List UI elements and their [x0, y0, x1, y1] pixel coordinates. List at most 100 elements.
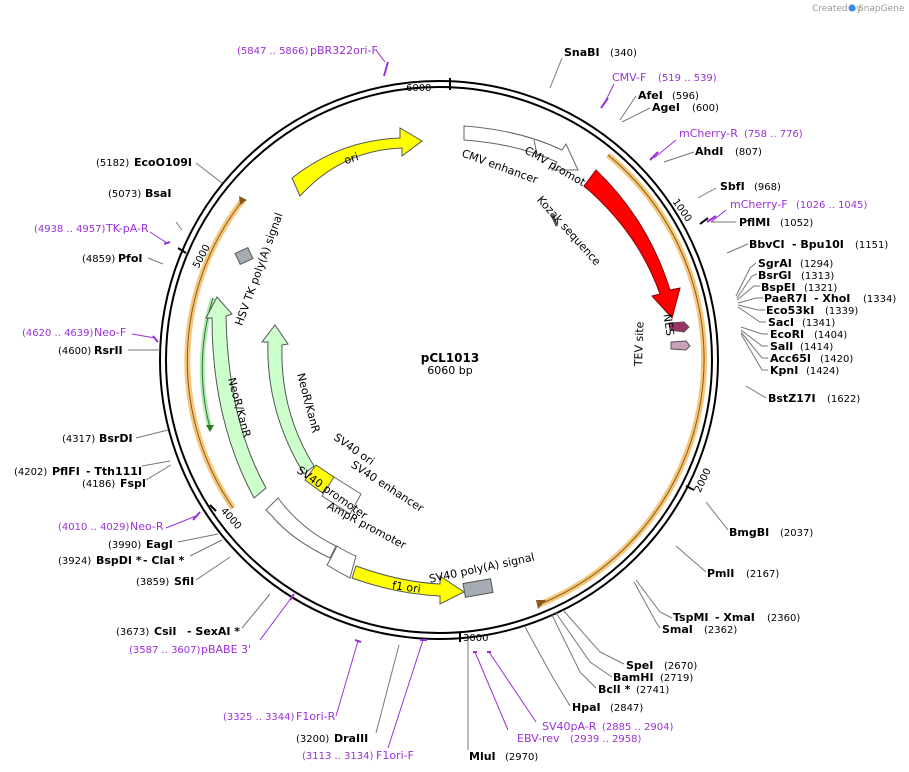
site-bmgbi: BmgBI [729, 526, 769, 539]
svg-text:(4202): (4202) [14, 467, 47, 478]
primer-pbabe-3: pBABE 3' [201, 643, 251, 656]
svg-text:(1424): (1424) [806, 366, 839, 377]
svg-text:(1151): (1151) [855, 240, 888, 251]
svg-text:(2362): (2362) [704, 625, 737, 636]
sv40-promoter-feature[interactable] [265, 497, 337, 559]
site-sexai: - SexAI * [187, 625, 240, 638]
cmv-enhancer-promoter-feature[interactable] [463, 125, 579, 171]
primer-f1ori-r: F1ori-R [296, 710, 336, 723]
primer-ebv-rev: EBV-rev [517, 732, 560, 745]
ampr-promoter-feature[interactable] [326, 545, 357, 579]
site-snabi: SnaBI [564, 46, 600, 59]
backbone-inner-strand [165, 86, 713, 634]
svg-text:(1339): (1339) [825, 306, 858, 317]
site-acc65i: Acc65I [770, 352, 811, 365]
neor-kanr-inner-feature[interactable] [260, 324, 315, 475]
svg-text:(758 .. 776): (758 .. 776) [744, 129, 803, 140]
tick-label-2000: 2000 [693, 467, 714, 495]
svg-text:(5182): (5182) [96, 158, 129, 169]
primer-cmv-f: CMV-F [612, 71, 646, 84]
primer-mcherry-f: mCherry-F [730, 198, 788, 211]
neor-kanr-outer-feature[interactable] [205, 296, 267, 499]
hsv-tk-polya-feature[interactable] [234, 246, 254, 266]
primer-tk-pa-r: TK-pA-R [105, 222, 149, 235]
site-tspmi: TspMI [673, 611, 709, 624]
site-bsai: BsaI [145, 187, 171, 200]
svg-text:(2167): (2167) [746, 569, 779, 580]
hsv-tk-label: HSV TK poly(A) signal [233, 211, 286, 327]
svg-text:(3924): (3924) [58, 556, 91, 567]
site-bsrgi: BsrGI [758, 269, 791, 282]
svg-text:(4859): (4859) [82, 254, 115, 265]
svg-text:(1622): (1622) [827, 394, 860, 405]
site-clai: - ClaI * [143, 554, 185, 567]
nes-feature[interactable] [668, 321, 690, 333]
svg-text:(1334): (1334) [863, 294, 896, 305]
svg-text:(3990): (3990) [108, 540, 141, 551]
f1-ori-feature[interactable] [351, 565, 465, 605]
site-bbvci: BbvCI [749, 238, 785, 251]
svg-text:(2939 .. 2958): (2939 .. 2958) [570, 734, 642, 745]
sv40-polya-feature[interactable] [462, 578, 494, 598]
site-xmai: - XmaI [715, 611, 755, 624]
kozak-sequence-mark [550, 214, 559, 227]
svg-text:(1321): (1321) [804, 283, 837, 294]
svg-text:(3200): (3200) [296, 734, 329, 745]
site-csii: CsiI [154, 625, 176, 638]
backbone-outer-strand [159, 80, 719, 640]
site-bstz17i: BstZ17I [768, 392, 816, 405]
svg-text:(2670): (2670) [664, 661, 697, 672]
tick-1000 [699, 217, 709, 225]
tick-5000 [177, 247, 187, 254]
ori-feature[interactable] [291, 127, 423, 197]
svg-text:(2847): (2847) [610, 703, 643, 714]
ori-label: ori [343, 150, 361, 167]
svg-text:(3113 .. 3134): (3113 .. 3134) [302, 751, 374, 762]
site-bcli: BclI * [598, 683, 631, 696]
svg-text:(4317): (4317) [62, 434, 95, 445]
site-pmli: PmlI [707, 567, 734, 580]
svg-text:(4620 .. 4639): (4620 .. 4639) [22, 328, 94, 339]
site-mlui: MluI [469, 750, 496, 763]
svg-text:(1420): (1420) [820, 354, 853, 365]
svg-text:(3587 .. 3607): (3587 .. 3607) [129, 645, 201, 656]
position-ticks [177, 78, 709, 642]
site-bspdi: BspDI * [96, 554, 142, 567]
tev-site-feature[interactable] [670, 340, 691, 351]
svg-text:(2741): (2741) [636, 685, 669, 696]
svg-text:(1414): (1414) [800, 342, 833, 353]
svg-text:(2037): (2037) [780, 528, 813, 539]
site-pflmi: PflMI [739, 216, 770, 229]
orf-arc-left-core [186, 199, 244, 509]
f1-ori-label: f1 ori [391, 579, 421, 596]
site-agei: AgeI [652, 101, 680, 114]
site-rsrii: RsrII [94, 344, 123, 357]
primer-mcherry-r: mCherry-R [679, 127, 738, 140]
tick-label-3000: 3000 [463, 633, 488, 644]
site-afei: AfeI [638, 89, 663, 102]
site-kpni: KpnI [770, 364, 798, 377]
site-eco0109i: EcoO109I [134, 156, 192, 169]
orf-arc-left-arrow [239, 196, 247, 205]
svg-text:(3325 .. 3344): (3325 .. 3344) [223, 712, 295, 723]
svg-text:(1341): (1341) [802, 318, 835, 329]
mcherry-feature[interactable] [583, 169, 681, 320]
orf-arc-right-arrow [536, 600, 546, 609]
site-paer7i: PaeR7I [764, 292, 807, 305]
primer-neo-r: Neo-R [130, 520, 164, 533]
site-bsrdi: BsrDI [99, 432, 133, 445]
neor-inner-label: NeoR/KanR [294, 372, 323, 435]
svg-text:(968): (968) [754, 182, 781, 193]
site-ecori: EcoRI [770, 328, 804, 341]
svg-text:(600): (600) [692, 103, 719, 114]
site-tth111i: - Tth111I [86, 465, 142, 478]
site-hpai: HpaI [572, 701, 601, 714]
svg-text:(4938 .. 4957): (4938 .. 4957) [34, 224, 106, 235]
svg-text:(2719): (2719) [660, 673, 693, 684]
sv40-enhancer-feature[interactable] [321, 476, 362, 515]
svg-text:(1026 .. 1045): (1026 .. 1045) [796, 200, 868, 211]
site-pflfi: PflFI [52, 465, 80, 478]
site-saci: SacI [768, 316, 794, 329]
site-xhoi: - XhoI [814, 292, 850, 305]
